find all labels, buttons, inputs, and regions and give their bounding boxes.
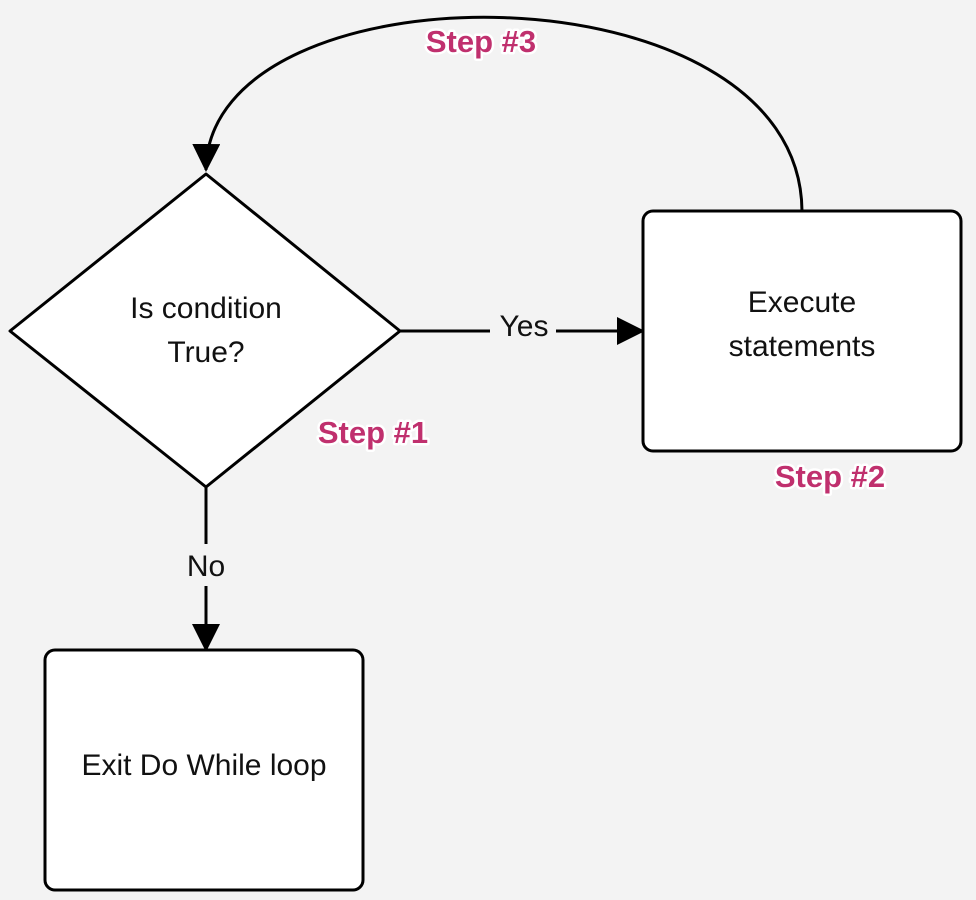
- exit-label: Exit Do While loop: [81, 749, 326, 782]
- yes-edge-label: Yes: [500, 310, 549, 343]
- no-edge-label: No: [187, 550, 225, 583]
- condition-label-line1: Is condition: [130, 292, 282, 325]
- exit-loop-box: [43, 648, 365, 892]
- loop-back-edge: [192, 15, 804, 212]
- no-label-bg: [178, 544, 234, 586]
- step-1-label: Step #1: [318, 415, 428, 450]
- step-2-label: Step #2: [775, 459, 885, 494]
- execute-statements-box: [641, 209, 963, 453]
- condition-diamond: [8, 172, 402, 489]
- yes-label-bg: [490, 310, 556, 348]
- condition-label-line2: True?: [167, 336, 244, 369]
- step-3-label: Step #3: [426, 24, 536, 59]
- execute-label-line1: Execute: [748, 286, 856, 319]
- execute-label-line2: statements: [729, 330, 876, 363]
